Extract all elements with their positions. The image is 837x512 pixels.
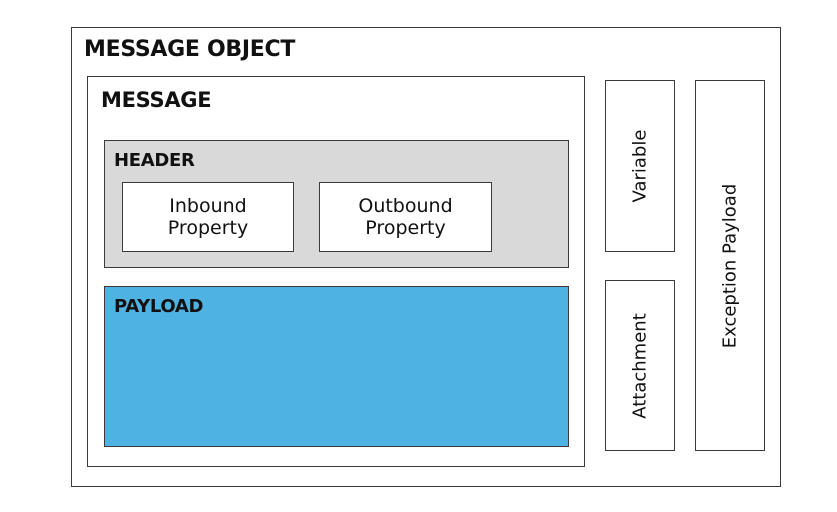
payload-title: PAYLOAD xyxy=(114,296,204,317)
attachment-box: Attachment xyxy=(605,280,675,451)
message-title: MESSAGE xyxy=(101,88,212,112)
message-object-title: MESSAGE OBJECT xyxy=(84,37,296,62)
variable-label: Variable xyxy=(629,129,651,203)
exception-payload-label: Exception Payload xyxy=(719,183,741,348)
exception-payload-box: Exception Payload xyxy=(695,80,765,451)
attachment-label: Attachment xyxy=(629,312,651,419)
outbound-property-line2: Property xyxy=(365,217,446,239)
header-title: HEADER xyxy=(114,150,195,171)
outbound-property-line1: Outbound xyxy=(358,195,453,217)
inbound-property-line2: Property xyxy=(167,217,249,239)
inbound-property-box: Inbound Property xyxy=(122,182,294,252)
inbound-property-line1: Inbound xyxy=(169,195,247,217)
payload-box xyxy=(104,286,569,447)
variable-box: Variable xyxy=(605,80,675,252)
outbound-property-box: Outbound Property xyxy=(319,182,492,252)
